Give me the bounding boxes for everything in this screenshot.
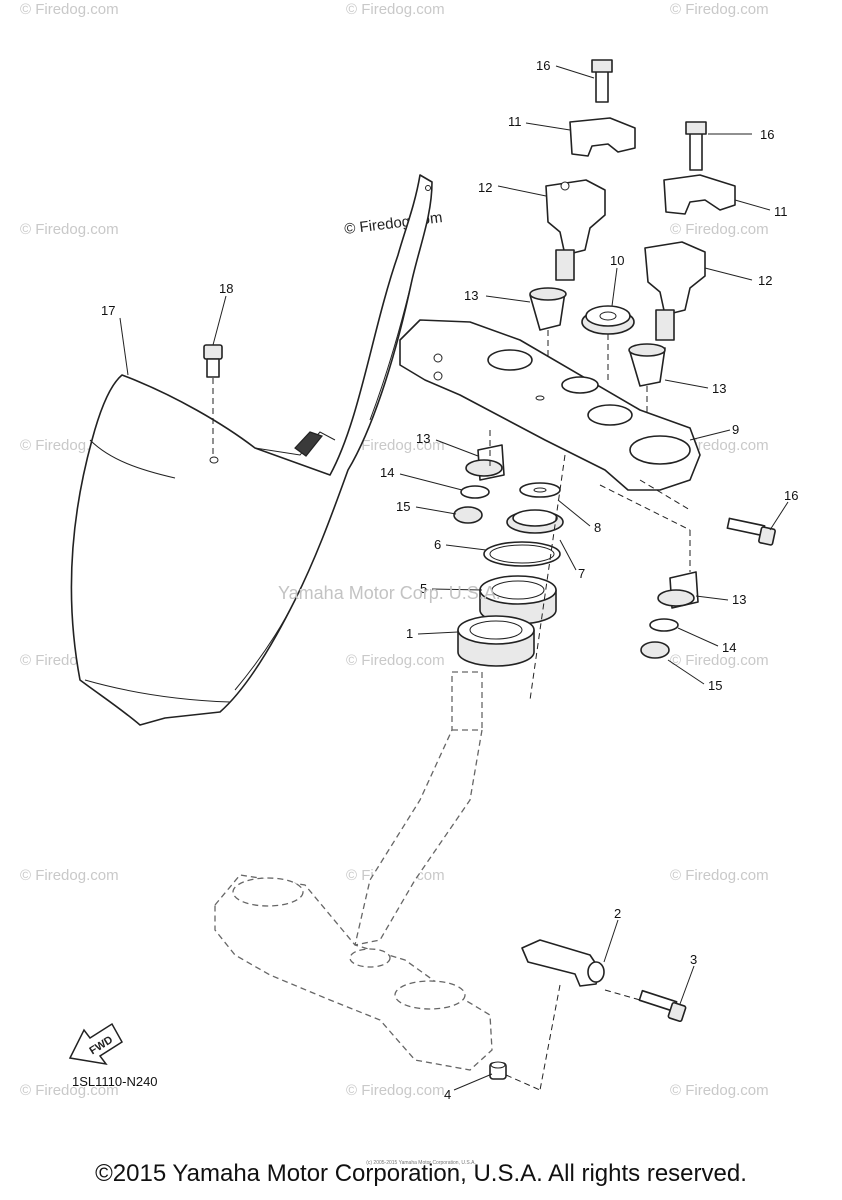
watermark: © Firedog.com	[670, 221, 769, 238]
fwd-arrow-icon: FWD	[68, 1022, 123, 1066]
callout-17: 17	[101, 303, 115, 318]
callout-3: 3	[690, 952, 697, 967]
callout-13-left: 13	[416, 431, 430, 446]
callout-14-right: 14	[722, 640, 736, 655]
callout-9: 9	[732, 422, 739, 437]
watermark: © Firedog.com	[20, 867, 119, 884]
callout-12-right: 12	[758, 273, 772, 288]
callout-13-upper-right: 13	[712, 381, 726, 396]
callout-15-left: 15	[396, 499, 410, 514]
callout-7: 7	[578, 566, 585, 581]
center-watermark: Yamaha Motor Corp. U.S.A.	[278, 583, 501, 603]
diagram-code: 1SL1110-N240	[72, 1074, 158, 1089]
lower-bracket-ghost	[214, 671, 493, 1071]
callout-18: 18	[219, 281, 233, 296]
watermark: © Firedog.com	[346, 1082, 445, 1099]
watermark: © Firedog.com	[20, 1, 119, 18]
callout-16-clamp: 16	[784, 488, 798, 503]
cable-guide	[489, 939, 687, 1080]
bolt-16-clamp	[726, 517, 776, 546]
watermark: © Firedog.com	[346, 652, 445, 669]
watermark: © Firedog.com	[20, 1082, 119, 1099]
callout-12-left: 12	[478, 180, 492, 195]
callout-6: 6	[434, 537, 441, 552]
callout-5: 5	[420, 581, 427, 596]
steering-bearings	[457, 482, 564, 667]
callout-15-right: 15	[708, 678, 722, 693]
leader-lines	[119, 65, 789, 1091]
watermark: © Firedog.com	[670, 1082, 769, 1099]
callout-8: 8	[594, 520, 601, 535]
callout-16-top: 16	[536, 58, 550, 73]
watermark: © Firedog.com	[346, 1, 445, 18]
crown-nut	[581, 305, 635, 335]
callout-labels: 16 11 16 12 11 10 12 13 17 18 13 9 13 14…	[101, 58, 798, 1102]
washers-nuts	[453, 485, 679, 659]
watermark: © Firedog.com	[670, 867, 769, 884]
callout-4: 4	[444, 1087, 451, 1102]
callout-2: 2	[614, 906, 621, 921]
callout-14-left: 14	[380, 465, 394, 480]
callout-1: 1	[406, 626, 413, 641]
callout-13-right: 13	[732, 592, 746, 607]
fine-print: (c) 2005-2015 Yamaha Motor Corporation, …	[366, 1160, 476, 1166]
assembly-lines	[489, 330, 691, 1091]
callout-16-right: 16	[760, 127, 774, 142]
watermark: © Firedog.com	[346, 437, 445, 454]
watermark: © Firedog.com	[20, 221, 119, 238]
callout-13-top: 13	[464, 288, 478, 303]
callout-11-left: 11	[508, 114, 522, 129]
watermark: © Firedog.com	[670, 1, 769, 18]
handlebar-holder-left	[545, 59, 636, 281]
copyright-footer: ©2015 Yamaha Motor Corporation, U.S.A. A…	[95, 1160, 747, 1187]
handlebar-holder-right	[644, 121, 736, 341]
callout-10: 10	[610, 253, 624, 268]
watermark-grid: © Firedog.com © Firedog.com © Firedog.co…	[20, 1, 769, 1099]
bolt-18	[203, 344, 223, 455]
upper-bracket	[399, 319, 701, 491]
damper-parts	[465, 287, 699, 609]
number-plate	[70, 174, 433, 726]
watermark: © Firedog.com	[670, 652, 769, 669]
callout-11-right: 11	[774, 204, 788, 219]
